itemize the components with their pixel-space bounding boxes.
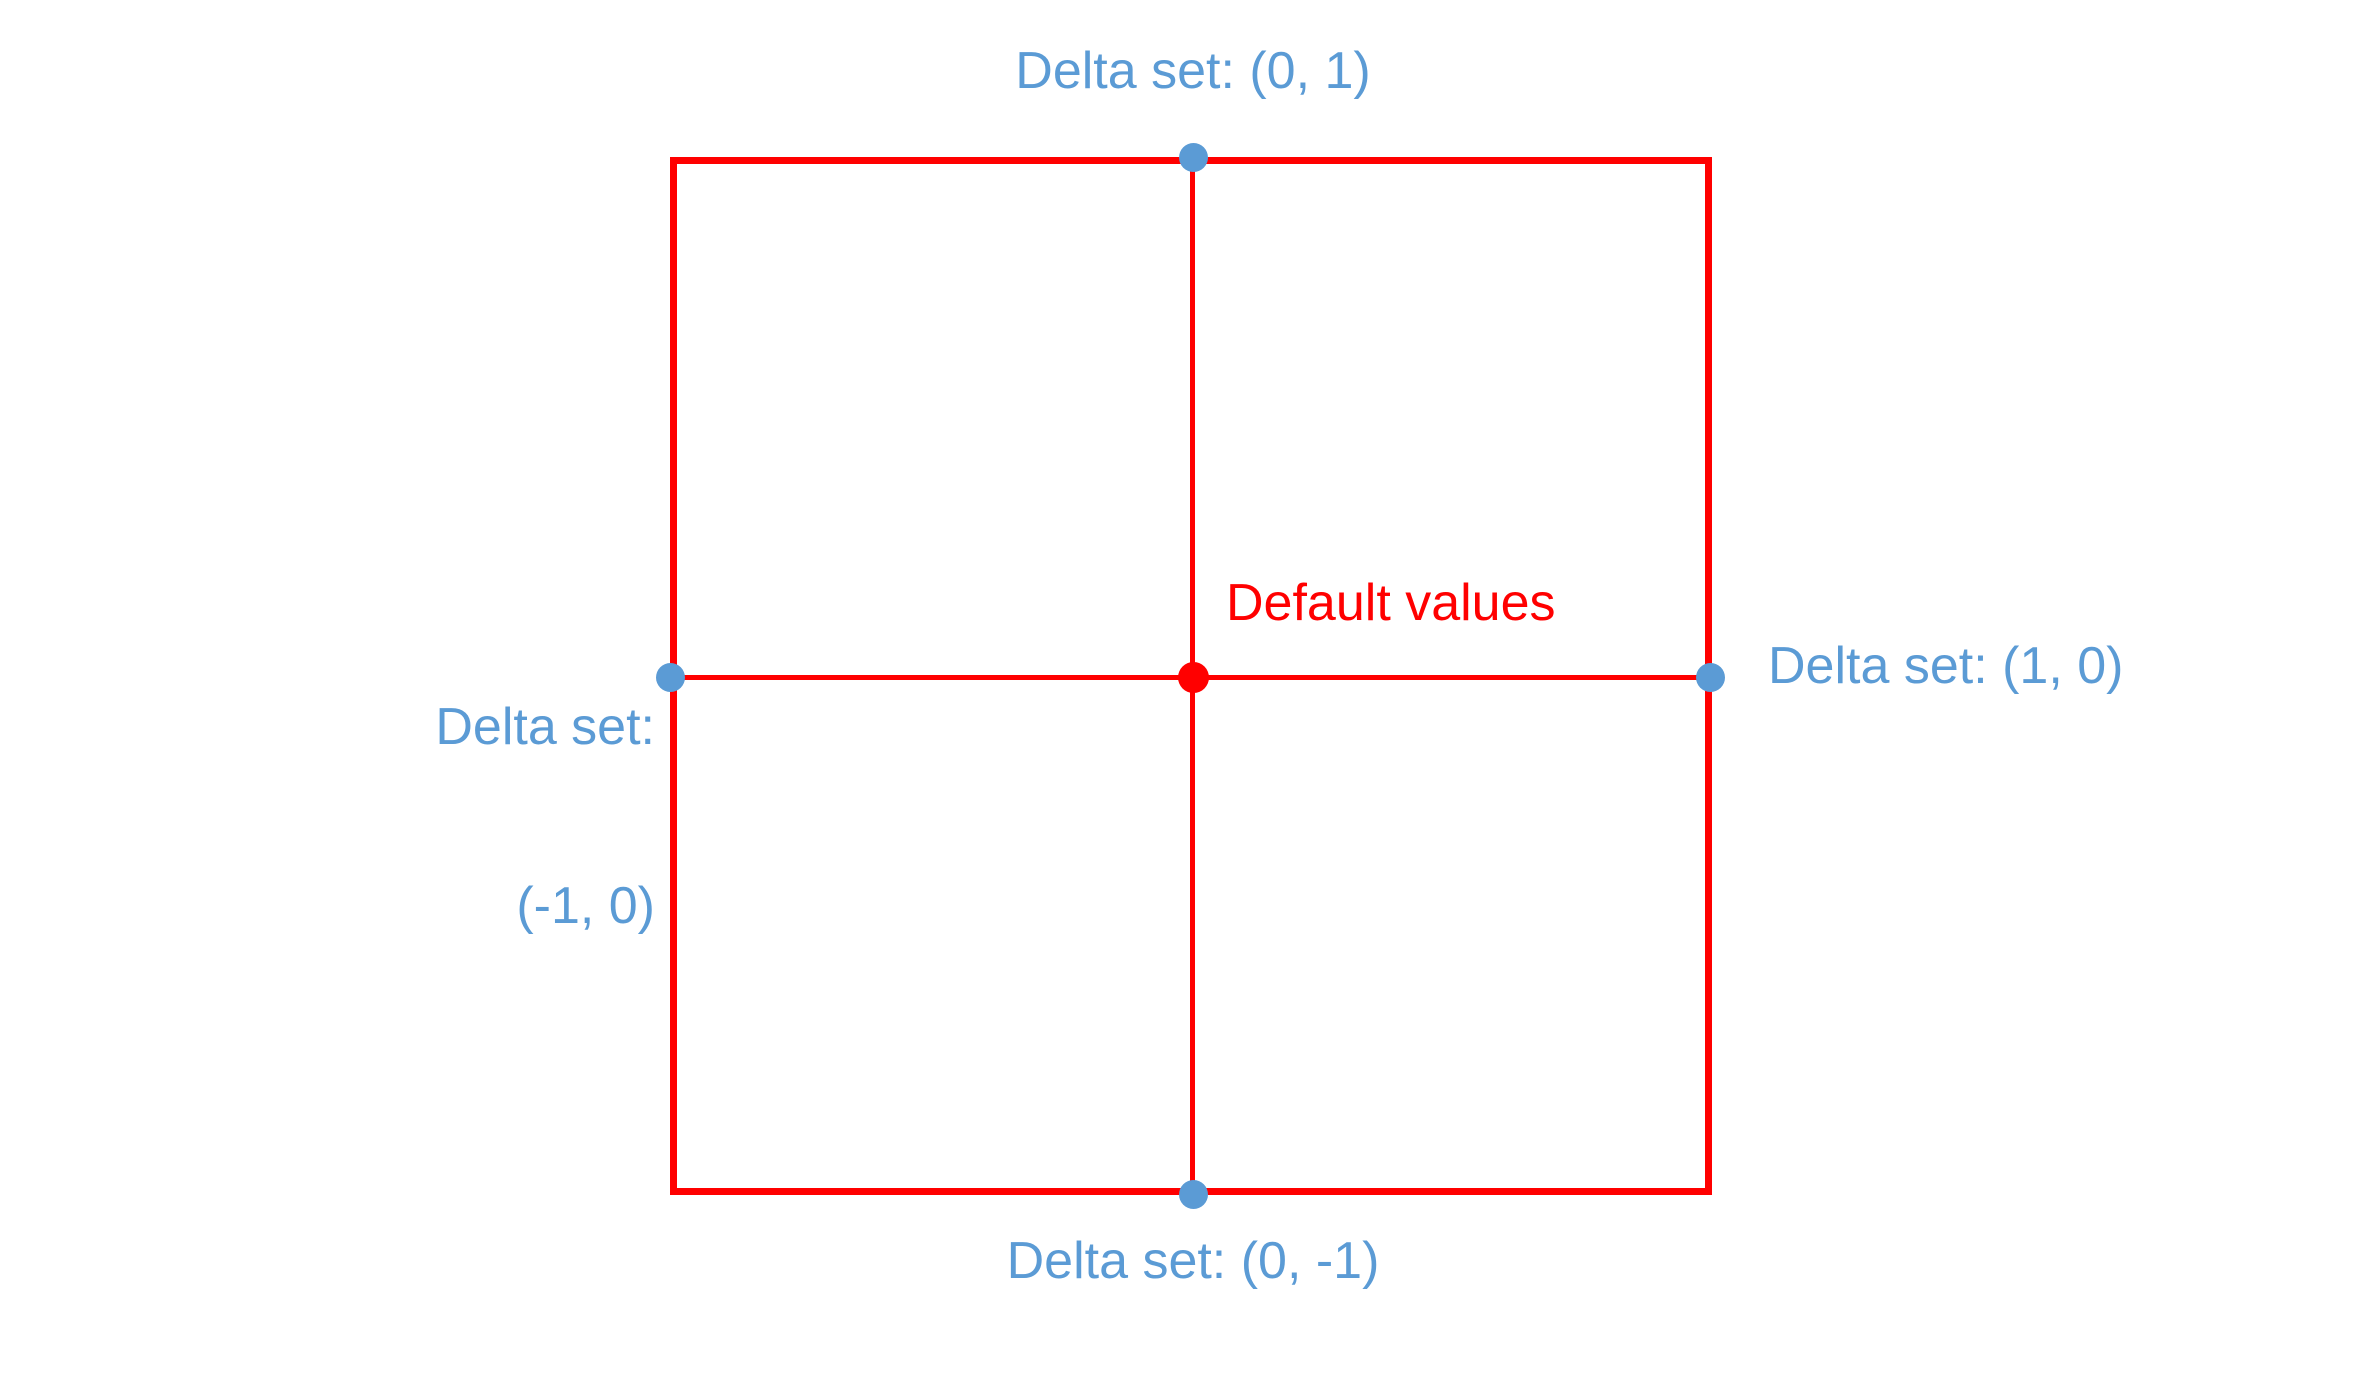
delta-node-left-label-line-2: (-1, 0) — [516, 876, 655, 935]
delta-node-left-label: Delta set: (-1, 0) — [435, 578, 655, 1056]
delta-node-right[interactable] — [1695, 662, 1725, 692]
default-values-node-center[interactable] — [1177, 661, 1209, 693]
delta-node-left[interactable] — [655, 662, 685, 692]
delta-node-bottom-label: Delta set: (0, -1) — [1006, 1232, 1380, 1290]
default-values-label: Default values — [1226, 574, 1556, 632]
delta-node-top-label: Delta set: (0, 1) — [1015, 42, 1371, 100]
delta-node-top[interactable] — [1178, 142, 1208, 172]
delta-node-left-label-line-1: Delta set: — [435, 697, 655, 756]
delta-node-right-label: Delta set: (1, 0) — [1768, 637, 2124, 695]
delta-node-bottom[interactable] — [1178, 1179, 1208, 1209]
